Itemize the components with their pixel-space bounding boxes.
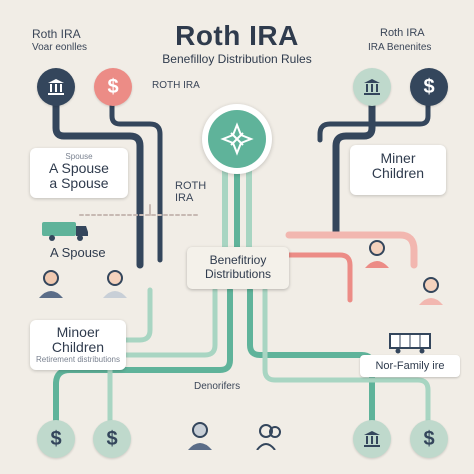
spouse-card: Spouse A Spouse a Spouse: [30, 148, 128, 198]
minor-left-line1: Minoer: [56, 324, 100, 340]
bank-icon: [353, 68, 391, 106]
person-icon: [255, 420, 285, 451]
person-icon: [416, 275, 446, 305]
page-title: Roth IRA: [175, 20, 299, 51]
van-icon: [40, 218, 90, 247]
mid-caption: ROTH IRA: [152, 80, 200, 91]
dollar-icon: $: [37, 420, 75, 458]
distributions-card: Benefitrioy Distributions: [187, 247, 289, 289]
dollar-icon: $: [93, 420, 131, 458]
spouse-card-line1: A Spouse: [49, 160, 109, 176]
distributions-line1: Benefitrioy: [209, 253, 267, 267]
minor-right-line1: Miner: [380, 150, 416, 166]
bottom-caption: Denorifers: [194, 381, 241, 392]
hub-caption: ROTH IRA: [175, 180, 207, 204]
minor-children-card-right: Miner Children: [350, 145, 446, 195]
top-left-caption: Roth IRA: [32, 27, 81, 41]
non-family-label: Nor-Family ire: [360, 355, 460, 377]
bank-icon: [353, 420, 391, 458]
person-icon: [100, 268, 130, 298]
dollar-icon: $: [410, 420, 448, 458]
distributions-line2: Distributions: [204, 267, 272, 281]
truck-icon: [388, 330, 432, 359]
hub-badge: [202, 104, 272, 174]
spouse-card-small: Spouse: [65, 152, 93, 161]
person-icon: [362, 238, 392, 268]
top-right-caption: Roth IRA: [380, 27, 425, 39]
minor-children-card-left: Minoer Children Retirement distributions: [30, 320, 126, 370]
spouse-card-line2: a Spouse: [49, 175, 109, 191]
top-left-subcaption: Voar eonlles: [32, 42, 88, 53]
bank-icon: [37, 68, 75, 106]
page-subtitle: Benefilloy Distribution Rules: [162, 52, 312, 66]
person-icon: [185, 420, 215, 450]
person-icon: [36, 268, 66, 298]
dollar-icon: $: [410, 68, 448, 106]
star-icon: [208, 110, 266, 168]
minor-right-line2: Children: [371, 165, 425, 181]
minor-left-line2: Children: [51, 339, 105, 355]
top-right-subcaption: IRA Benenites: [368, 42, 432, 53]
dollar-icon: $: [94, 68, 132, 106]
minor-left-small: Retirement distributions: [35, 355, 121, 364]
spouse-label: A Spouse: [50, 245, 106, 260]
